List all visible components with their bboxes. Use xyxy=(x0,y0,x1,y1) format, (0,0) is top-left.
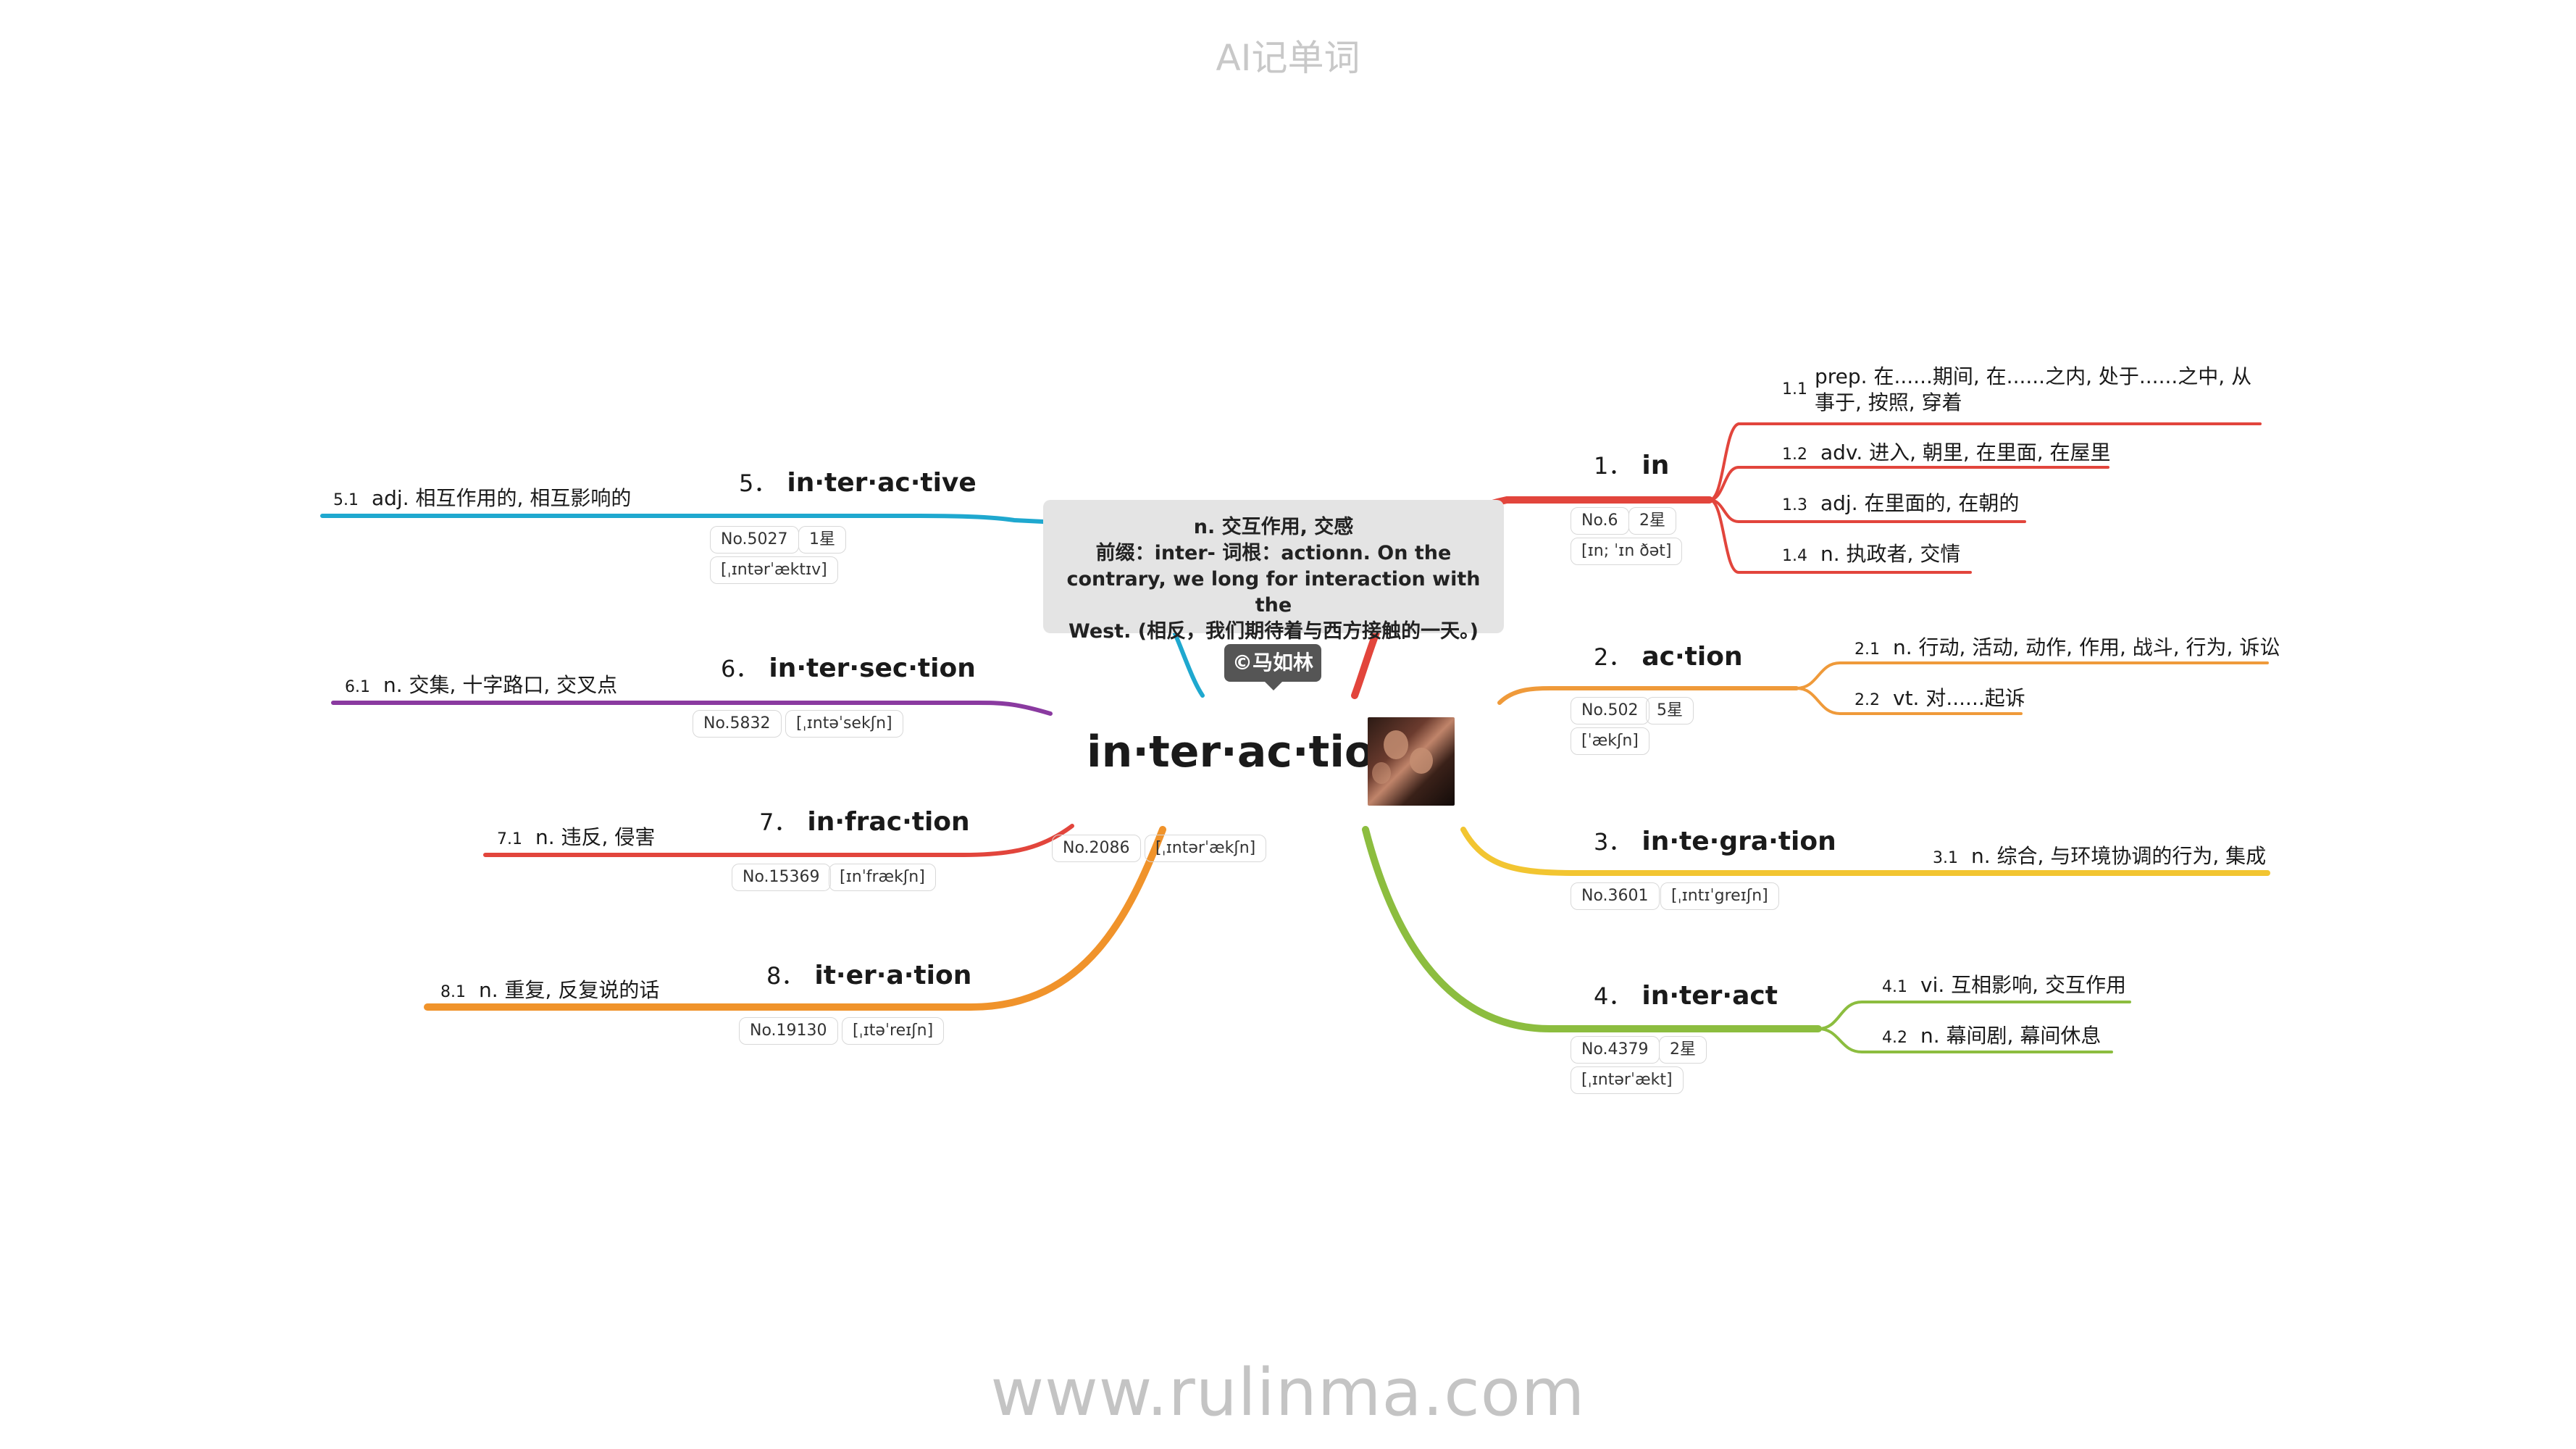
branch-4-connectors xyxy=(1362,826,2131,1053)
branch-6-word[interactable]: 6． in·ter·sec·tion xyxy=(721,651,976,684)
branch-5-phonetic: [ˌɪntərˈæktɪv] xyxy=(710,556,838,584)
branch-2-word[interactable]: 2． ac·tion xyxy=(1594,639,1743,672)
central-rank: No.2086 xyxy=(1052,835,1141,862)
branch-4-phonetic: [ˌɪntərˈækt] xyxy=(1571,1066,1684,1094)
branch-word-text: in·ter·act xyxy=(1642,981,1778,1011)
couple-photo-icon xyxy=(1368,717,1455,806)
branch-6-phonetic: [ˌɪntəˈsekʃn] xyxy=(785,710,903,738)
branch-6-connectors xyxy=(331,701,1053,716)
central-phonetic: [ˌɪntərˈækʃn] xyxy=(1145,835,1267,862)
branch-3-connectors xyxy=(1460,827,2270,876)
branch-2-connectors xyxy=(1497,661,2269,715)
branch-7-word[interactable]: 7． in·frac·tion xyxy=(759,804,970,838)
branch-5-stars: 1星 xyxy=(798,526,846,554)
branch-word-text: in·frac·tion xyxy=(807,807,970,837)
branch-number: 3． xyxy=(1594,828,1632,856)
branch-number: 4． xyxy=(1594,982,1632,1010)
branch-word-text: in·ter·sec·tion xyxy=(769,653,976,683)
branch-8-rank: No.19130 xyxy=(739,1017,838,1045)
branch-3-phonetic: [ˌɪntɪˈgreɪʃn] xyxy=(1660,882,1779,910)
branch-4-word[interactable]: 4． in·ter·act xyxy=(1594,978,1778,1011)
branch-1-word[interactable]: 1． in xyxy=(1594,448,1669,481)
branch-number: 8． xyxy=(766,962,805,990)
branch-number: 7． xyxy=(759,809,798,836)
branch-1-rank: No.6 xyxy=(1571,507,1629,535)
branch-1-def-1: prep. 在......期间, 在......之内, 处于......之中, … xyxy=(1815,364,2252,414)
branch-1-phonetic: [ɪn; ˈɪn ðət] xyxy=(1571,538,1683,565)
branch-3-word[interactable]: 3． in·te·gra·tion xyxy=(1594,824,1836,857)
branch-3-rank: No.3601 xyxy=(1571,882,1660,910)
photo-face xyxy=(1410,748,1433,774)
branch-7-phonetic: [ɪnˈfrækʃn] xyxy=(829,864,936,891)
photo-face xyxy=(1384,730,1408,759)
branch-1-def-number: 1.1 xyxy=(1782,380,1807,398)
branch-4-stars: 2星 xyxy=(1659,1036,1707,1064)
branch-4-rank: No.4379 xyxy=(1571,1036,1660,1064)
branch-2-phonetic: [ˈækʃn] xyxy=(1571,727,1649,755)
branch-5-rank: No.5027 xyxy=(710,526,799,554)
callout-line: West. (相反，我们期待着与西方接触的一天。) xyxy=(1069,620,1479,643)
branch-8-connectors xyxy=(424,826,1166,1011)
branch-7-rank: No.15369 xyxy=(732,864,831,891)
app-title: AI记单词 xyxy=(1216,37,1360,79)
branch-word-text: in xyxy=(1642,451,1670,480)
branch-6-rank: No.5832 xyxy=(693,710,782,738)
callout-line: 前缀：inter- 词根：actionn. On the xyxy=(1095,542,1452,564)
branch-number: 6． xyxy=(721,655,759,682)
central-word[interactable]: in·ter·ac·tion xyxy=(1087,727,1405,777)
branch-word-text: ac·tion xyxy=(1642,642,1743,672)
definition-callout: n. 交互作用, 交感 前缀：inter- 词根：actionn. On the… xyxy=(1043,500,1504,643)
callout-line: n. 交互作用, 交感 xyxy=(1193,516,1354,538)
branch-number: 2． xyxy=(1594,643,1632,671)
site-url: www.rulinma.com xyxy=(990,1355,1586,1431)
branch-5-word[interactable]: 5． in·ter·ac·tive xyxy=(739,465,977,498)
branch-8-phonetic: [ˌɪtəˈreɪʃn] xyxy=(842,1017,945,1045)
photo-face xyxy=(1372,762,1391,784)
branch-number: 1． xyxy=(1594,452,1632,480)
branch-2-stars: 5星 xyxy=(1646,697,1694,724)
branch-1-stars: 2星 xyxy=(1628,507,1676,535)
branch-number: 5． xyxy=(739,469,777,497)
branch-word-text: it·er·a·tion xyxy=(814,961,972,990)
branch-7-connectors xyxy=(483,824,1074,857)
branch-word-text: in·te·gra·tion xyxy=(1642,827,1836,856)
branch-word-text: in·ter·ac·tive xyxy=(787,468,977,498)
copyright-tag: ©马如林 xyxy=(1224,644,1321,690)
branch-8-word[interactable]: 8． it·er·a·tion xyxy=(766,958,971,991)
callout-line: contrary, we long for interaction with t… xyxy=(1066,568,1481,617)
branch-2-rank: No.502 xyxy=(1571,697,1649,724)
